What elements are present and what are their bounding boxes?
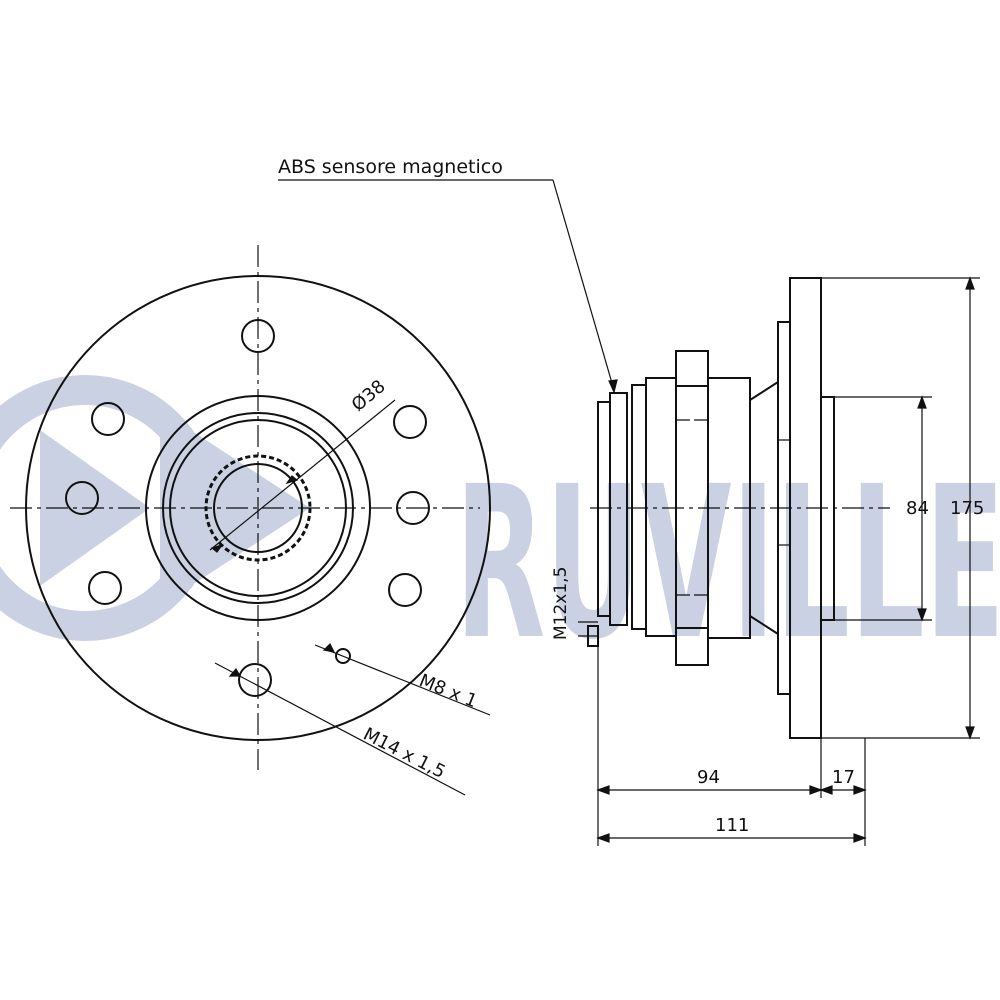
bore-dimension-leader bbox=[209, 399, 396, 553]
overall-length-label: 111 bbox=[715, 815, 749, 836]
watermark-text: RUVILLE bbox=[455, 441, 1000, 686]
stud-thread-label: M14 x 1,5 bbox=[360, 724, 449, 783]
stud-hole-upper-right bbox=[393, 405, 427, 439]
stud-hole-lower-right bbox=[388, 573, 422, 607]
abs-ring-back bbox=[597, 401, 611, 617]
stud-thread-leader bbox=[214, 662, 466, 796]
axle-thread-label: M12x1,5 bbox=[551, 567, 571, 640]
abs-sensor-label: ABS sensore magnetico bbox=[278, 156, 503, 178]
horizontal-dimensions bbox=[596, 646, 867, 846]
side-hidden-lines bbox=[676, 419, 790, 596]
bearing-body-top bbox=[708, 377, 779, 402]
pilot-diameter-label: 84 bbox=[906, 498, 929, 519]
abs-sensor-leader bbox=[278, 179, 618, 394]
stud-hole-upper-left bbox=[91, 402, 125, 436]
axle-thread-leader bbox=[578, 621, 598, 637]
hub-length-label: 94 bbox=[697, 767, 720, 788]
front-centerlines bbox=[10, 245, 480, 770]
stud-hole-bottom bbox=[238, 663, 272, 697]
flange-thickness-label: 17 bbox=[832, 767, 855, 788]
vertical-dimensions bbox=[821, 276, 980, 740]
stud-hole-left bbox=[65, 481, 99, 515]
stud-hole-lower-left bbox=[88, 571, 122, 605]
flange-diameter-label: 175 bbox=[950, 498, 984, 519]
small-thread-leader bbox=[314, 642, 491, 716]
bearing-body-bottom bbox=[708, 614, 779, 639]
bearing-seal bbox=[631, 384, 647, 630]
small-thread-hole bbox=[335, 648, 351, 664]
